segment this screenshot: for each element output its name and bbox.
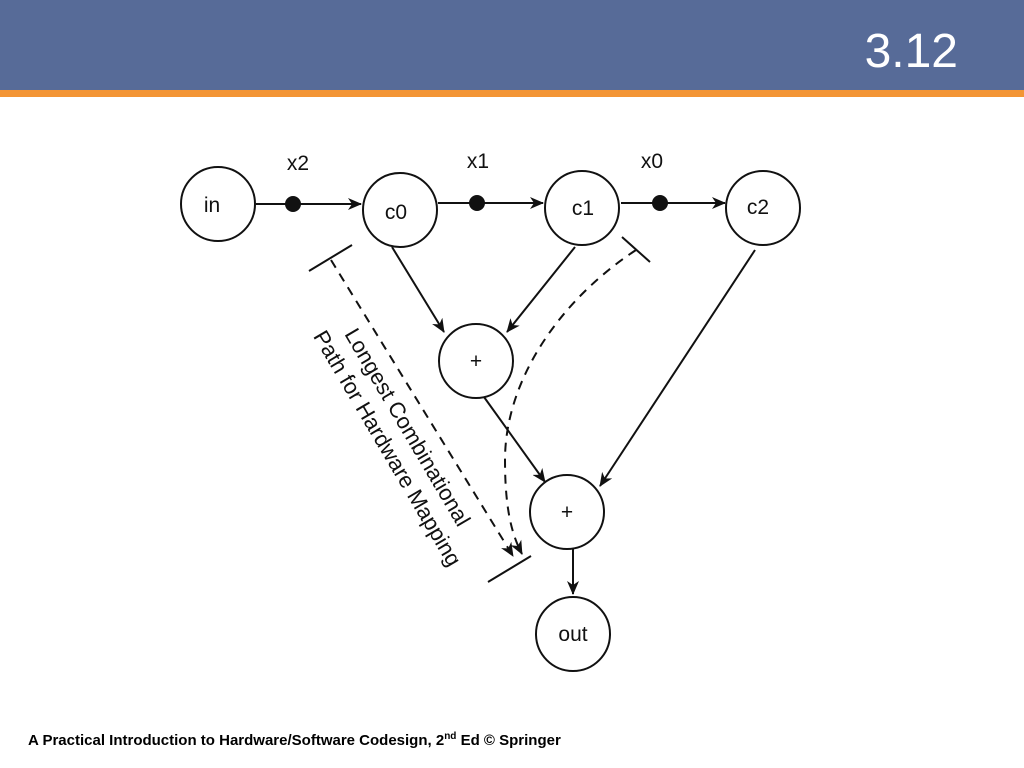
edge-c2-add2	[599, 249, 756, 487]
delay-dot-x0	[652, 195, 668, 211]
longest-path-dashed-right	[503, 249, 637, 555]
edge-c1-add1	[506, 246, 576, 333]
header-bar	[0, 0, 1024, 90]
node-adder-2: +	[529, 474, 605, 550]
node-c2: c2	[725, 170, 801, 246]
node-adder-2-label: +	[561, 501, 573, 524]
edge-add1-add2	[483, 396, 546, 483]
slide-number: 3.12	[864, 25, 958, 78]
edge-label-x1: x1	[467, 150, 489, 173]
node-in-label: in	[204, 194, 220, 217]
node-c1: c1	[544, 170, 620, 246]
edge-label-x2: x2	[287, 152, 309, 175]
edge-c0-add1	[391, 246, 445, 333]
longest-path-dashed-left	[330, 259, 514, 557]
node-out-label: out	[558, 623, 587, 646]
node-c1-label: c1	[572, 197, 594, 220]
node-adder-1-label: +	[470, 350, 482, 373]
path-end-tick	[487, 555, 532, 583]
footer-prefix: A Practical Introduction to Hardware/Sof…	[28, 732, 445, 749]
node-out: out	[535, 596, 611, 672]
footer-superscript: nd	[444, 731, 457, 742]
delay-dot-x2	[285, 196, 301, 212]
edge-label-x0: x0	[641, 150, 663, 173]
delay-dot-x1	[469, 195, 485, 211]
node-c0-label: c0	[385, 201, 407, 224]
footer-suffix: Ed © Springer	[456, 732, 561, 749]
path-start-tick-right	[621, 236, 651, 263]
node-adder-1: +	[438, 323, 514, 399]
header-accent-rule	[0, 90, 1024, 97]
node-in: in	[180, 166, 256, 242]
footer-citation: A Practical Introduction to Hardware/Sof…	[28, 731, 561, 749]
node-c0: c0	[362, 172, 438, 248]
path-start-tick-left	[308, 244, 353, 272]
node-c2-label: c2	[747, 196, 769, 219]
